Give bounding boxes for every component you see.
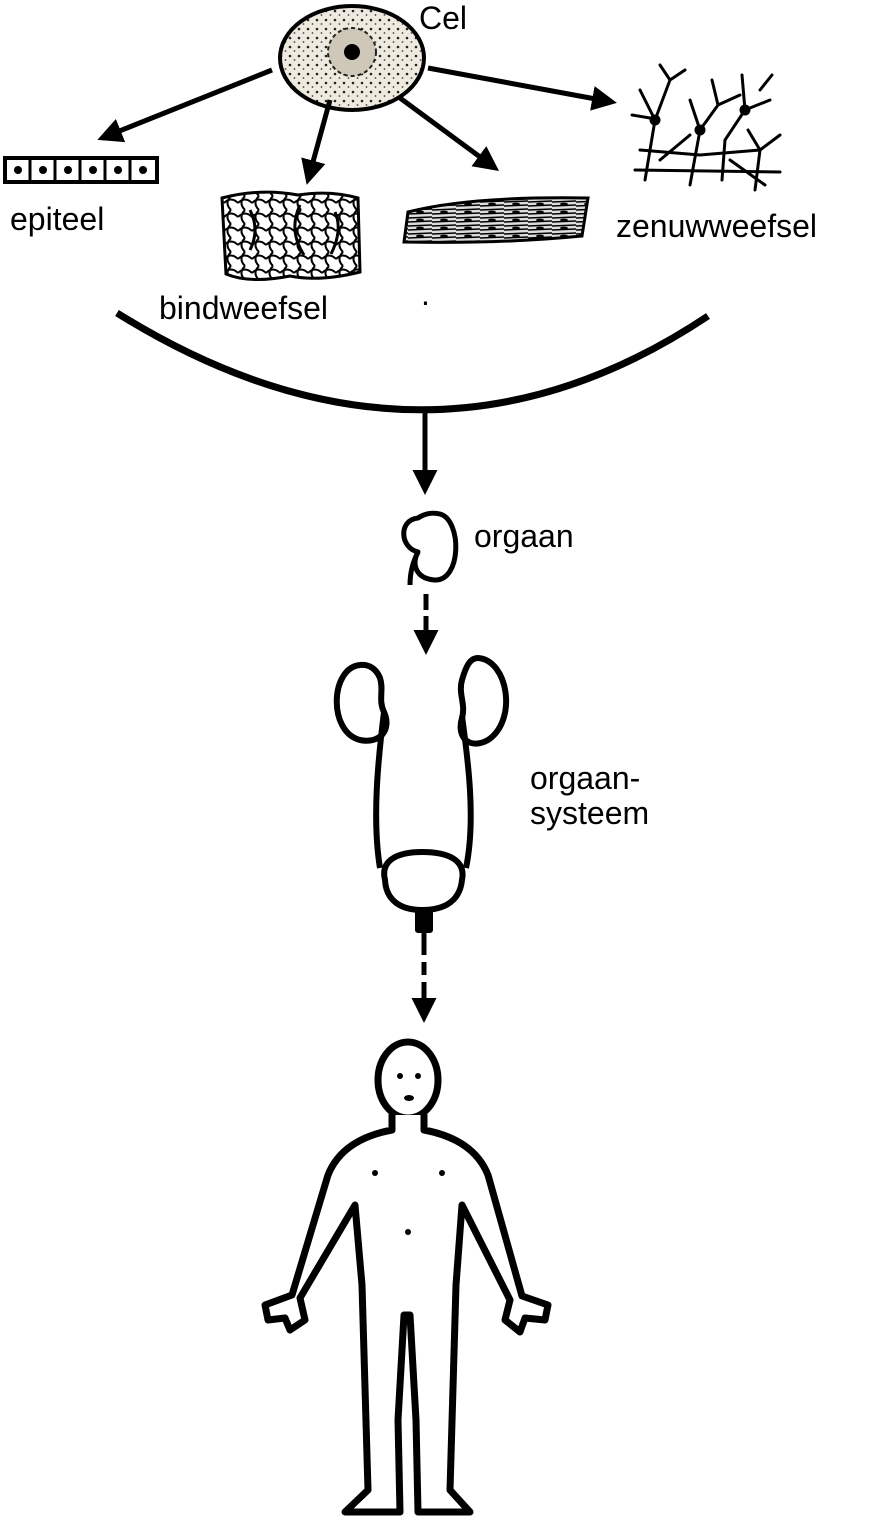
organ-system-label-line1: orgaan- (530, 760, 641, 796)
urinary-system-illustration (333, 655, 510, 933)
epithelium-label: epiteel (10, 201, 105, 237)
cell-label: Cel (419, 0, 468, 36)
organ-label: orgaan (474, 518, 574, 554)
tissue-bracket (115, 310, 710, 414)
arrow-to-muscle (398, 95, 500, 171)
arrow-to-connective (301, 99, 333, 185)
human-body-illustration (261, 1038, 552, 1516)
kidney-illustration (401, 510, 459, 586)
arrow-to-nerve (427, 65, 617, 111)
connective-tissue-label: bindweefsel (159, 290, 328, 326)
nerve-tissue-label: zenuwweefsel (616, 208, 817, 244)
arrow-to-epithelium (97, 67, 273, 143)
muscle-tissue-label: . (421, 276, 430, 312)
muscle-tissue-illustration (402, 196, 590, 244)
face-marks (372, 1073, 445, 1235)
epithelium-illustration (3, 156, 159, 184)
connective-tissue-illustration (220, 190, 362, 282)
cell-illustration (278, 4, 426, 112)
cell-to-tissue-arrows (97, 65, 617, 185)
organ-system-label-line2: systeem (530, 795, 650, 831)
nerve-tissue-illustration (630, 63, 782, 192)
